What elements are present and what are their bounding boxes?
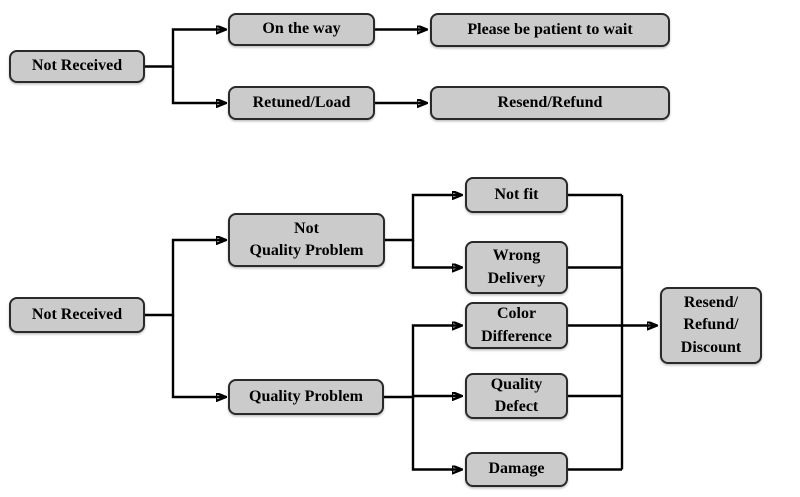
- connector-qp-to-color-difference: [384, 326, 461, 399]
- node-wrong-delivery: Wrong Delivery: [465, 241, 568, 294]
- connector-root-to-retuned-load: [171, 66, 225, 104]
- node-retuned-load: Retuned/Load: [228, 86, 375, 120]
- node-not-received-top: Not Received: [9, 50, 145, 83]
- node-please-be-patient: Please be patient to wait: [430, 13, 670, 47]
- node-on-the-way: On the way: [228, 13, 375, 46]
- connector-nqp-to-not-fit: [385, 195, 461, 242]
- node-resend-refund: Resend/Refund: [430, 86, 670, 120]
- connector-qp-to-damage: [411, 397, 461, 470]
- connector-root-to-on-the-way: [145, 30, 225, 68]
- connector-root2-to-not-quality-problem: [145, 240, 225, 317]
- node-resend-refund-discount: Resend/ Refund/ Discount: [660, 287, 762, 364]
- connector-root2-to-quality-problem: [171, 315, 225, 397]
- node-quality-problem: Quality Problem: [228, 379, 384, 415]
- node-not-fit: Not fit: [465, 177, 568, 213]
- node-not-received-bottom: Not Received: [9, 297, 145, 333]
- node-damage: Damage: [465, 452, 568, 487]
- connector-nqp-to-wrong-delivery: [411, 240, 461, 268]
- node-not-quality-problem: Not Quality Problem: [228, 213, 385, 267]
- node-color-difference: Color Difference: [465, 302, 568, 349]
- node-quality-defect: Quality Defect: [465, 373, 568, 419]
